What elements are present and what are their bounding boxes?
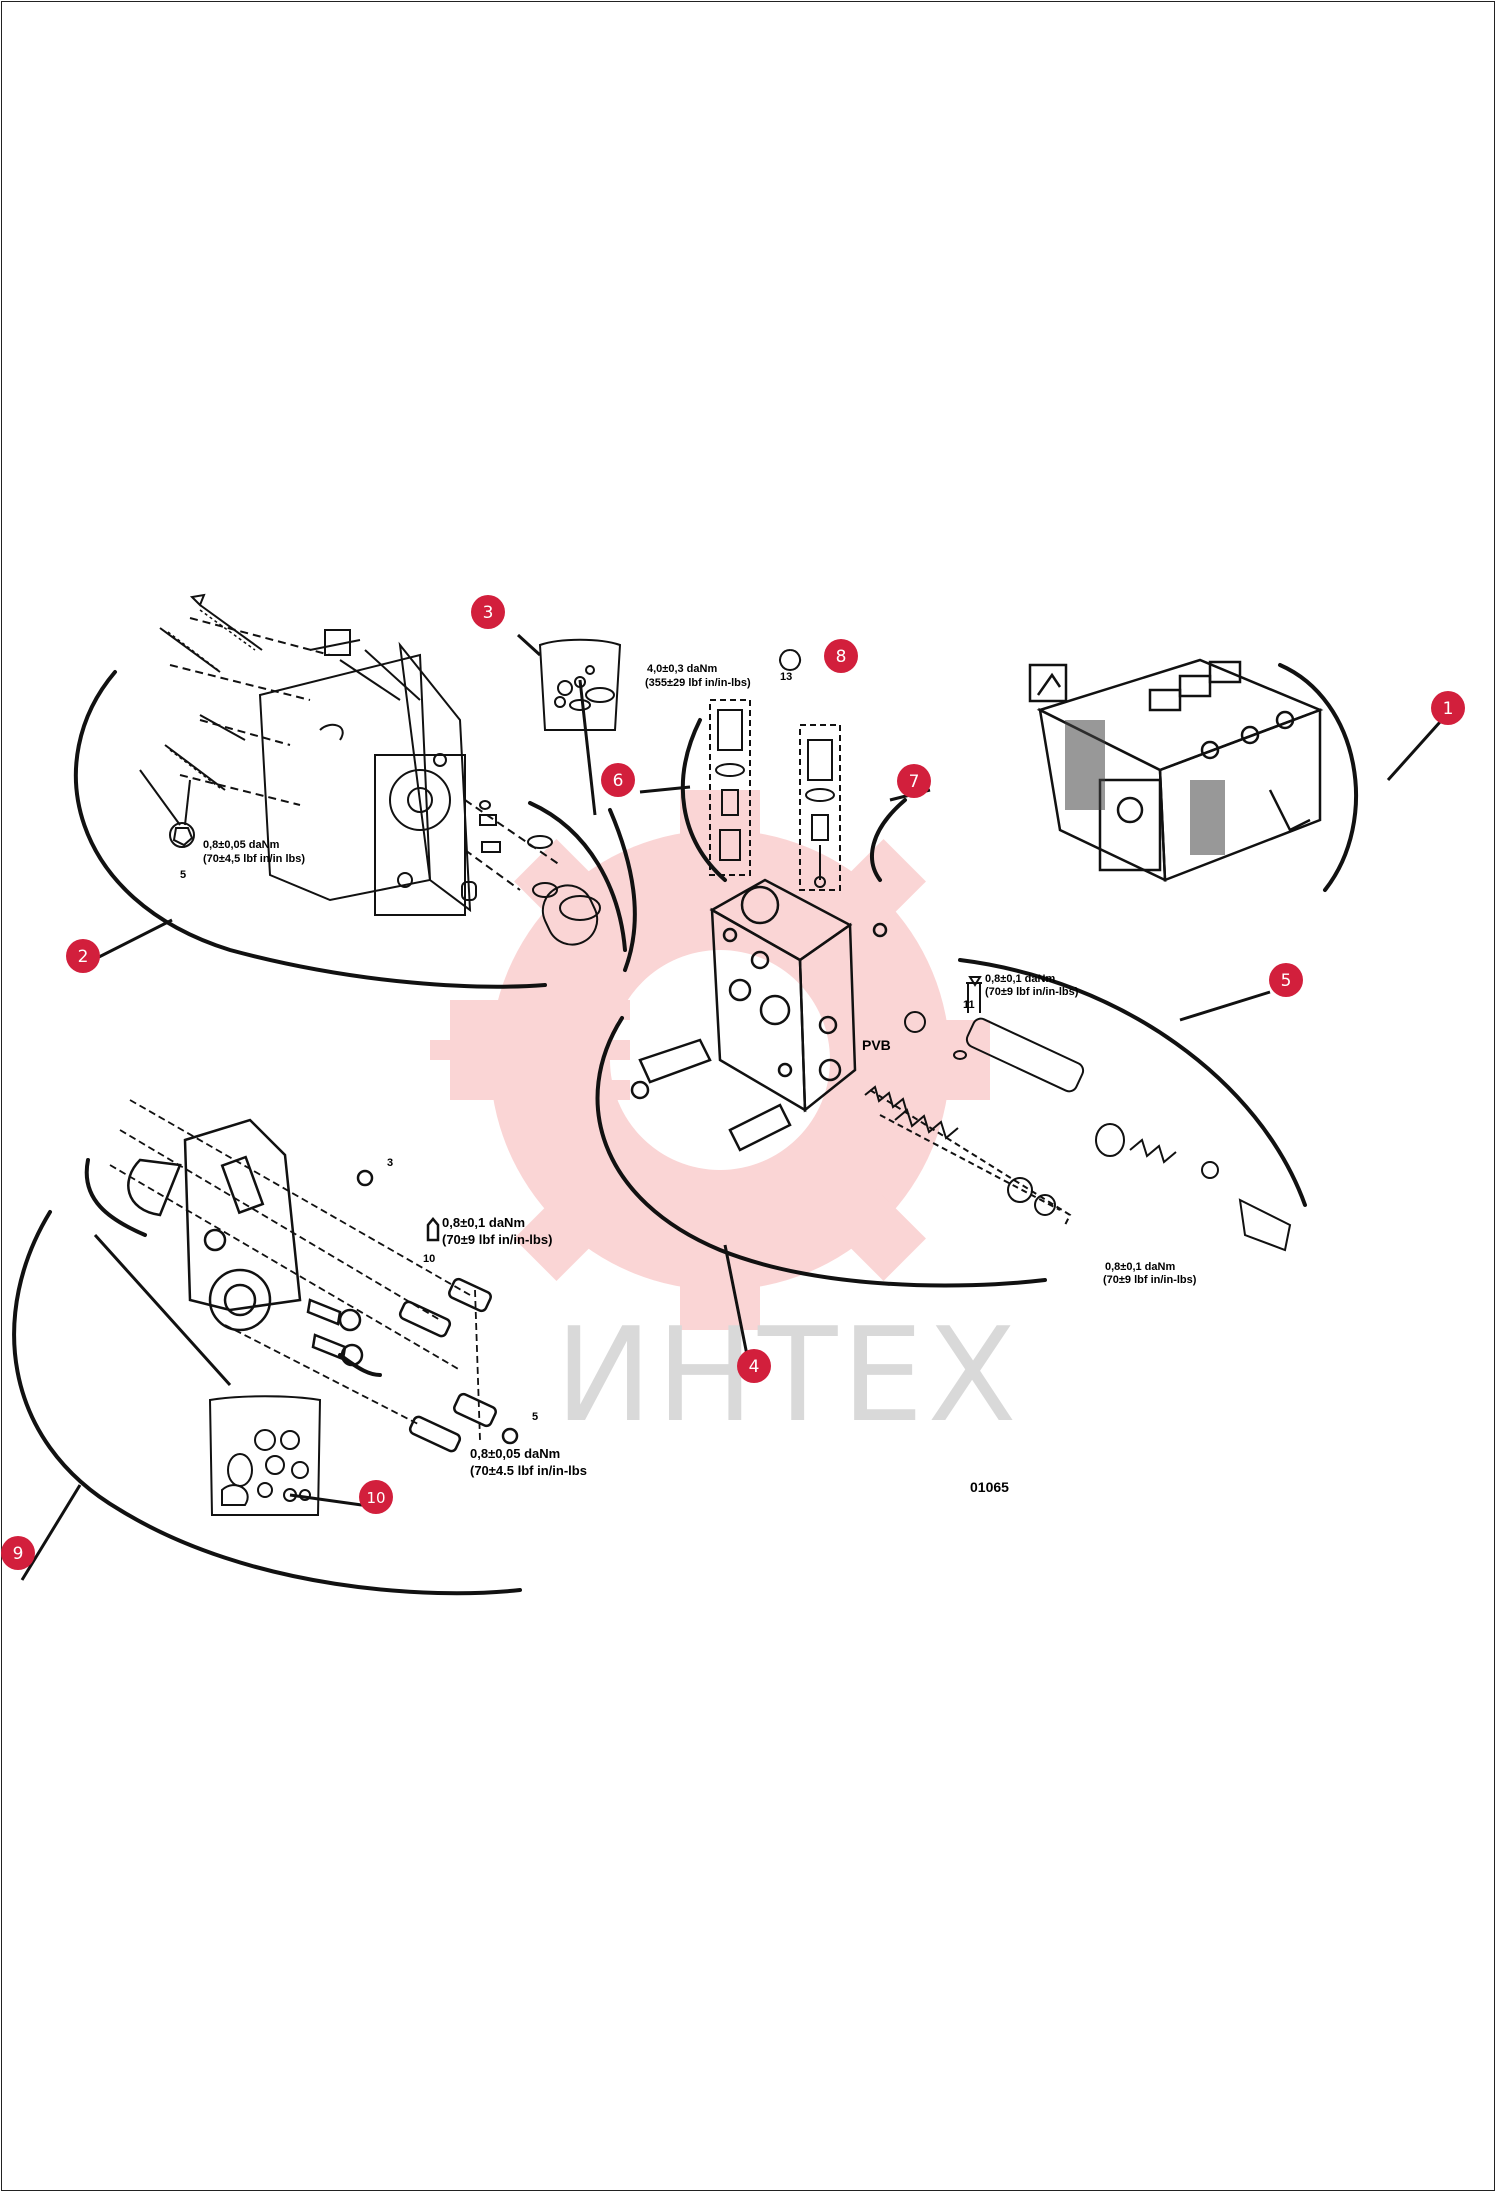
callout-number: 7 <box>909 772 920 792</box>
torque-note-line: (70±9 lbf in/in-lbs) <box>1103 1274 1197 1286</box>
valve-body <box>630 878 888 1152</box>
torque-note-line: 0,8±0,05 daNm <box>470 1446 560 1461</box>
part-label-pvb: PVB <box>862 1037 891 1053</box>
torque-note-line: 0,8±0,1 daNm <box>442 1215 525 1230</box>
callout-number: 10 <box>366 1489 385 1507</box>
torque-note-line: (355±29 lbf in/in-lbs) <box>645 677 751 689</box>
wrench-size: 11 <box>963 999 975 1011</box>
callout-10[interactable]: 10 <box>359 1480 393 1514</box>
seal-kit-bag-2 <box>208 1395 322 1516</box>
callout-7[interactable]: 7 <box>897 764 931 798</box>
callout-3[interactable]: 3 <box>471 595 505 629</box>
warning-symbol-box <box>1028 663 1068 703</box>
spool-assembly <box>864 976 1292 1252</box>
callout-number: 4 <box>749 1357 760 1377</box>
callout-5[interactable]: 5 <box>1269 963 1303 997</box>
relief-valves <box>709 649 841 891</box>
callout-number: 9 <box>13 1544 24 1564</box>
torque-note-line: (70±9 lbf in/in-lbs) <box>985 986 1079 998</box>
wrench-size: 5 <box>180 869 186 881</box>
callout-2[interactable]: 2 <box>66 939 100 973</box>
torque-note-line: 0,8±0,05 daNm <box>203 839 280 851</box>
stack-section-hatching <box>1065 720 1225 855</box>
callout-number: 8 <box>836 647 847 667</box>
torque-note-line: (70±4.5 lbf in/in-lbs <box>470 1463 587 1478</box>
callout-1[interactable]: 1 <box>1431 691 1465 725</box>
torque-note-line: (70±4,5 lbf in/in lbs) <box>203 853 305 865</box>
watermark-gear-logo <box>430 790 990 1330</box>
actuator-bracket <box>109 1099 519 1453</box>
cover-assembly <box>139 593 601 946</box>
callout-number: 6 <box>613 771 624 791</box>
spring-small <box>864 1085 908 1114</box>
torque-note-line: 0,8±0,1 daNm <box>1105 1261 1175 1273</box>
torque-note-line: (70±9 lbf in/in-lbs) <box>442 1232 552 1247</box>
callout-8[interactable]: 8 <box>824 639 858 673</box>
wrench-size: 3 <box>387 1157 393 1169</box>
callout-number: 1 <box>1443 699 1454 719</box>
callout-9[interactable]: 9 <box>1 1536 35 1570</box>
wrench-size: 10 <box>423 1253 435 1265</box>
wrench-size: 13 <box>780 671 792 683</box>
callout-4[interactable]: 4 <box>737 1349 771 1383</box>
torque-note-line: 0,8±0,1 daNm <box>985 973 1055 985</box>
callout-6[interactable]: 6 <box>601 763 635 797</box>
wrench-size: 5 <box>532 1411 538 1423</box>
torque-note-line: 4,0±0,3 daNm <box>647 663 717 675</box>
seal-kit-bag <box>538 638 622 731</box>
callout-number: 2 <box>78 947 89 967</box>
callout-number: 5 <box>1281 971 1292 991</box>
spring-large <box>894 1108 1177 1164</box>
valve-stack-assembly <box>1028 658 1324 883</box>
callout-number: 3 <box>483 603 494 623</box>
leader-lines <box>20 633 1442 1581</box>
socket-screws <box>398 1277 497 1453</box>
watermark-text: ИНТЕХ <box>555 1299 1021 1451</box>
figure-code: 01065 <box>970 1479 1009 1495</box>
